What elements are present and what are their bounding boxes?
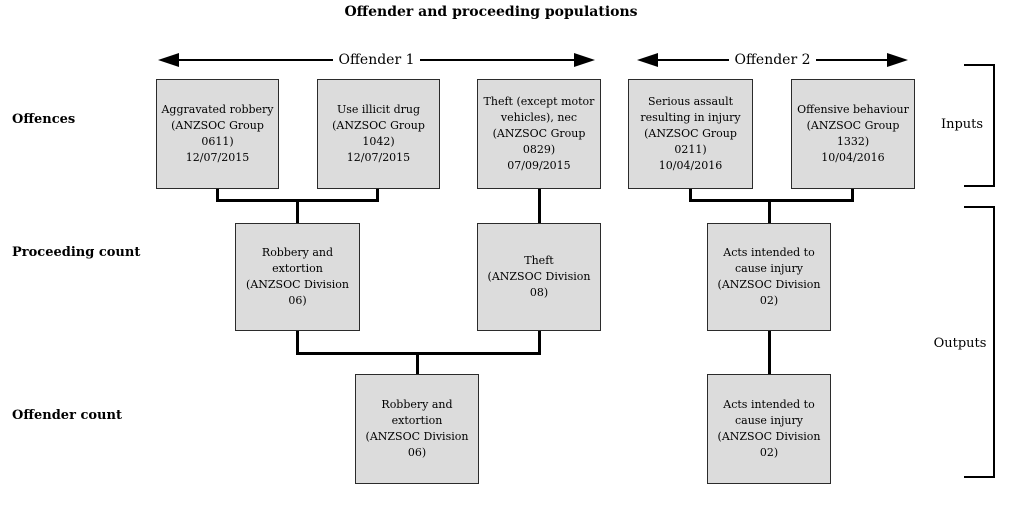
inputs-bracket — [993, 64, 995, 187]
connector-line — [216, 189, 219, 202]
connector-line — [538, 331, 541, 355]
box-offence-offensive-behaviour: Offensive behaviour (ANZSOC Group 1332) … — [791, 79, 915, 189]
connector-line — [851, 189, 854, 202]
connector-line — [768, 331, 771, 374]
diagram-title: Offender and proceeding populations — [344, 4, 638, 20]
connector-line — [296, 331, 299, 355]
arrowhead-right-icon — [887, 53, 908, 67]
row-label-offender-count: Offender count — [12, 408, 122, 423]
box-proceeding-theft: Theft (ANZSOC Division 08) — [477, 223, 601, 331]
box-proceeding-acts-injury: Acts intended to cause injury (ANZSOC Di… — [707, 223, 831, 331]
row-label-offences: Offences — [12, 112, 76, 127]
arrow-line — [658, 59, 730, 61]
connector-line — [296, 199, 299, 223]
offender1-label: Offender 1 — [338, 52, 415, 68]
inputs-label: Inputs — [940, 117, 984, 132]
box-offender-robbery-extortion: Robbery and extortion (ANZSOC Division 0… — [355, 374, 479, 484]
arrowhead-left-icon — [637, 53, 658, 67]
box-offence-theft-nec: Theft (except motor vehicles), nec (ANZS… — [477, 79, 601, 189]
connector-line — [376, 189, 379, 202]
offender2-label: Offender 2 — [734, 52, 811, 68]
arrow-line — [815, 59, 887, 61]
connector-line — [416, 352, 419, 374]
connector-line — [768, 199, 771, 223]
outputs-bracket — [993, 206, 995, 478]
arrowhead-right-icon — [574, 53, 595, 67]
outputs-bracket-top-tick — [964, 206, 995, 208]
box-offence-use-illicit-drug: Use illicit drug (ANZSOC Group 1042) 12/… — [317, 79, 440, 189]
box-offence-aggravated-robbery: Aggravated robbery (ANZSOC Group 0611) 1… — [156, 79, 279, 189]
inputs-bracket-top-tick — [964, 64, 995, 66]
offender2-span-arrow: Offender 2 — [637, 52, 908, 68]
offender1-span-arrow: Offender 1 — [158, 52, 595, 68]
connector-line — [538, 189, 541, 223]
connector-line — [689, 199, 854, 202]
box-offence-serious-assault: Serious assault resulting in injury (ANZ… — [628, 79, 753, 189]
arrow-line — [419, 59, 574, 61]
connector-line — [689, 189, 692, 202]
outputs-bracket-bottom-tick — [964, 476, 995, 478]
arrow-line — [179, 59, 334, 61]
arrowhead-left-icon — [158, 53, 179, 67]
row-label-proceeding-count: Proceeding count — [12, 245, 141, 260]
inputs-bracket-bottom-tick — [964, 185, 995, 187]
outputs-label: Outputs — [933, 336, 987, 351]
box-proceeding-robbery-extortion: Robbery and extortion (ANZSOC Division 0… — [235, 223, 360, 331]
box-offender-acts-injury: Acts intended to cause injury (ANZSOC Di… — [707, 374, 831, 484]
